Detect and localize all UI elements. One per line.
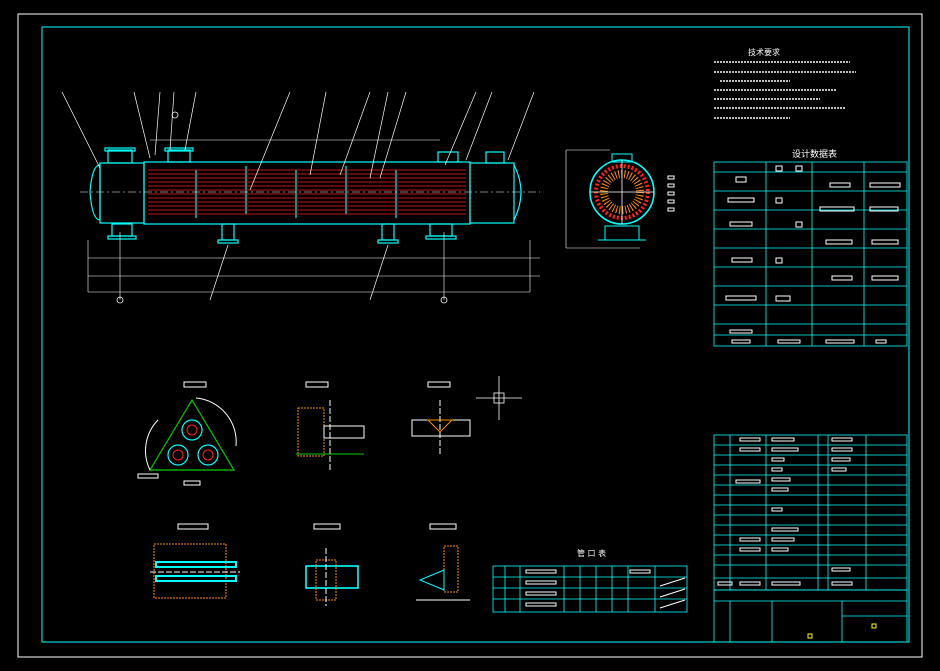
- design-data-heading: 设计数据表: [792, 150, 838, 160]
- nozzle-table-cells: [525, 569, 686, 609]
- design-data-table: [713, 161, 908, 347]
- nozzle-table-heading: 管 口 表: [577, 549, 607, 558]
- leader-lines: [61, 91, 535, 301]
- outer-frame: [17, 13, 923, 658]
- design-data-cells: [725, 165, 901, 344]
- detail-weld-a: [296, 381, 365, 470]
- detail-nozzle: [305, 523, 359, 606]
- dimension-lines: [87, 139, 540, 300]
- title-block: [713, 589, 908, 643]
- parts-list-grid: [713, 434, 908, 591]
- exchanger-elevation: [89, 147, 522, 244]
- detail-weld-b: [411, 381, 471, 454]
- tube-bundle: [148, 169, 466, 215]
- tech-requirements-lines: [714, 61, 856, 119]
- detail-flange: [416, 523, 470, 601]
- inner-frame: [41, 26, 910, 643]
- tech-requirements-heading: 技术要求: [748, 48, 780, 57]
- detail-tube-joint: [150, 523, 240, 599]
- crosshair: [476, 376, 522, 420]
- detail-tube-layout: [137, 381, 237, 486]
- nozzle-table: [492, 565, 688, 613]
- end-view: [565, 149, 675, 249]
- parts-list-cells: [717, 437, 853, 586]
